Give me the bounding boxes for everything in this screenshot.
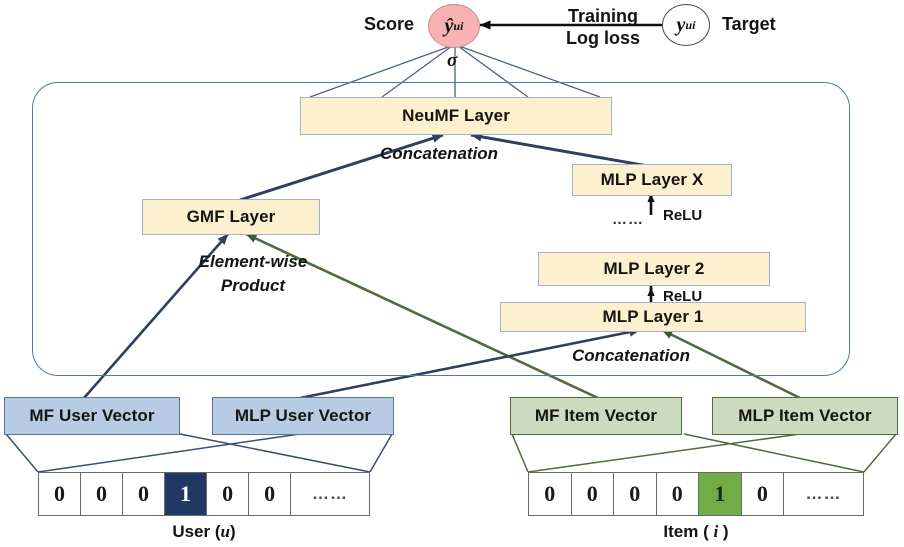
item-onehot-cell-6: …… [805,484,842,503]
target-label: Target [722,14,776,34]
mlp-layer-x-box: MLP Layer X [572,164,732,196]
user-onehot-cell-4: 0 [207,473,250,515]
concatenation-top-label: Concatenation [380,144,499,163]
gmf-layer-label: GMF Layer [186,207,276,226]
gmf-layer-box: GMF Layer [142,199,320,235]
item-caption-variable: i [713,522,719,541]
mlp-layer-x-label: MLP Layer X [600,170,704,189]
mf-user-vector-box: MF User Vector [4,397,180,435]
edge-item-onehot-fanout [511,433,897,473]
item-onehot-cell-5: 0 [742,473,785,515]
neumf-layer-box: NeuMF Layer [300,97,612,135]
user-caption-variable: u [220,522,230,541]
user-onehot-cell-3: 1 [165,473,208,515]
user-caption-prefix: User ( [172,522,221,541]
mlp-user-vector-box: MLP User Vector [212,397,394,435]
relu-lower-label: ReLU [663,288,703,305]
item-onehot-cell-1: 0 [572,473,615,515]
user-onehot-cell-1: 0 [81,473,124,515]
mlp-user-vector-label: MLP User Vector [234,406,372,425]
concatenation-bottom-label: Concatenation [572,346,691,365]
target-node-subscript: ui [685,17,696,32]
item-onehot-cell-3: 0 [657,473,700,515]
item-onehot-cell-2: 0 [614,473,657,515]
target-node-symbol: y [676,13,686,36]
relu-upper-label: ReLU [663,207,703,224]
score-node-symbol: ŷ [444,14,454,37]
mlp-layer-2-box: MLP Layer 2 [538,252,770,286]
user-onehot-cell-0: 0 [39,473,82,515]
user-onehot-cell-2: 0 [123,473,166,515]
item-onehot-cell-4: 1 [699,473,742,515]
model-boundary-frame [32,82,850,376]
mlp-layer-2-label: MLP Layer 2 [603,259,705,278]
neumf-layer-label: NeuMF Layer [402,106,510,125]
item-input-caption: Item ( i ) [528,522,864,542]
user-caption-suffix: ) [229,522,236,541]
item-onehot-cell-0: 0 [529,473,572,515]
sigma-label: σ [447,50,458,71]
mf-user-vector-label: MF User Vector [29,406,155,425]
user-onehot-cell-6: …… [312,484,349,503]
mlp-layer-1-label: MLP Layer 1 [602,307,704,326]
mf-item-vector-label: MF Item Vector [534,406,658,425]
mlp-item-vector-label: MLP Item Vector [738,406,872,425]
mlp-item-vector-box: MLP Item Vector [712,397,898,435]
training-label-line2: Log loss [565,28,640,48]
element-wise-label-line2: Product [220,276,286,295]
user-onehot-cell-5: 0 [249,473,292,515]
score-node-subscript: ui [453,18,464,33]
mlp-layer-1-box: MLP Layer 1 [500,302,806,332]
score-label: Score [364,14,415,34]
training-label-line1: Training [567,6,638,26]
item-caption-prefix: Item ( [663,522,714,541]
edge-user-onehot-fanout [5,433,393,473]
mf-item-vector-box: MF Item Vector [510,397,682,435]
mlp-ellipsis-label: …… [612,211,644,228]
element-wise-label-line1: Element-wise [198,252,308,271]
user-input-caption: User (u) [38,522,370,542]
item-caption-suffix: ) [718,522,729,541]
